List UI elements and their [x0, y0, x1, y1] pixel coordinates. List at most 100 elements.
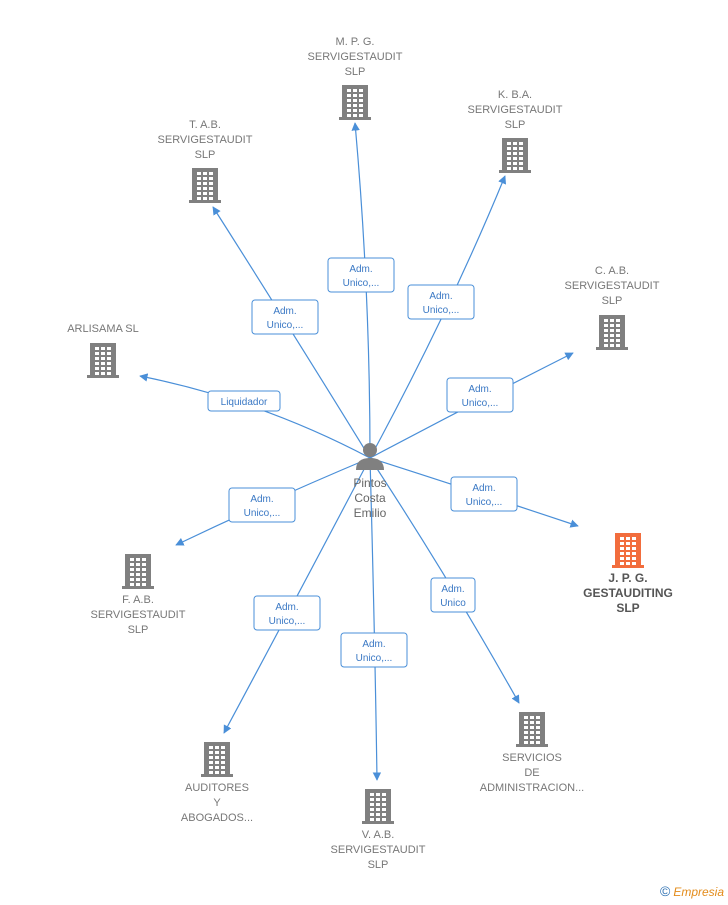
nodes-layer: M. P. G. SERVIGESTAUDIT SLP K. B.A. SERVIGES… [67, 36, 673, 871]
company-label-line: J. P. G. [608, 571, 647, 585]
company-node-tab[interactable]: T. A.B. SERVIGESTAUDIT SLP [158, 119, 253, 203]
edge-kba[interactable]: Adm. Unico,... [369, 175, 507, 459]
edge-vab[interactable]: Adm. Unico,... [340, 457, 408, 781]
company-label-line: SLP [616, 601, 639, 615]
company-label-line: SLP [368, 859, 389, 871]
person-label-line: Emilio [354, 506, 387, 520]
edge-label-text: Adm. [275, 602, 298, 613]
edge-tab[interactable]: Adm. Unico,... [212, 206, 371, 459]
edge-label-text: Unico,... [423, 305, 460, 316]
company-label-line: SERVIGESTAUDIT [331, 844, 426, 856]
edge-jpg[interactable]: Adm. Unico,... [369, 457, 579, 528]
company-node-vab[interactable]: V. A.B. SERVIGESTAUDIT SLP [331, 789, 426, 871]
edge-label-text: Adm. [273, 306, 296, 317]
company-node-arl[interactable]: ARLISAMA SL [67, 323, 139, 378]
person-label-line: Pintos [353, 476, 386, 490]
building-icon [612, 533, 644, 568]
company-label-line: SERVIGESTAUDIT [468, 104, 563, 116]
company-label-line: SERVIGESTAUDIT [158, 134, 253, 146]
company-label-line: DE [524, 767, 539, 779]
company-label-line: SERVICIOS [502, 752, 562, 764]
edge-fab[interactable]: Adm. Unico,... [175, 457, 371, 546]
company-label-line: GESTAUDITING [583, 586, 673, 600]
edge-label-text: Unico,... [462, 398, 499, 409]
edge-label-text: Adm. [441, 584, 464, 595]
building-icon [339, 85, 371, 120]
company-label-line: Y [213, 797, 221, 809]
building-icon [516, 712, 548, 747]
company-label-line: SLP [195, 149, 216, 161]
company-label-line: SLP [128, 624, 149, 636]
edge-label-box [446, 377, 514, 413]
edge-label-box [207, 390, 281, 412]
copyright-icon: © [659, 883, 671, 899]
company-label-line: C. A.B. [595, 265, 629, 277]
company-node-fab[interactable]: F. A.B. SERVIGESTAUDIT SLP [91, 554, 186, 636]
company-label-line: SLP [345, 66, 366, 78]
company-label-line: SERVIGESTAUDIT [91, 609, 186, 621]
company-label-line: AUDITORES [185, 782, 249, 794]
company-node-cab[interactable]: C. A.B. SERVIGESTAUDIT SLP [565, 265, 660, 350]
edge-cab[interactable]: Adm. Unico,... [369, 352, 574, 459]
company-label-line: V. A.B. [362, 829, 395, 841]
edge-line [139, 373, 371, 459]
edge-label-box [327, 257, 395, 293]
building-icon [596, 315, 628, 350]
company-label-line: T. A.B. [189, 119, 221, 131]
edge-serv[interactable]: Adm. Unico [369, 457, 520, 704]
company-label-line: K. B.A. [498, 89, 532, 101]
edge-label-text: Unico [440, 598, 466, 609]
company-label-line: ABOGADOS... [181, 812, 253, 824]
edge-label-text: Unico,... [343, 278, 380, 289]
edge-label-text: Unico,... [269, 616, 306, 627]
edge-label-box [407, 284, 475, 320]
edges-layer: Adm.Unico,...Adm.Unico,...Adm.Unico,...A… [139, 122, 579, 781]
company-label-line: ADMINISTRACION... [480, 782, 585, 794]
company-label-line: SERVIGESTAUDIT [565, 280, 660, 292]
building-icon [362, 789, 394, 824]
building-icon [189, 168, 221, 203]
edge-label-box [228, 487, 296, 523]
company-label-line: SERVIGESTAUDIT [308, 51, 403, 63]
edge-line [369, 457, 382, 781]
company-node-kba[interactable]: K. B.A. SERVIGESTAUDIT SLP [468, 89, 563, 173]
company-label-line: M. P. G. [336, 36, 375, 48]
company-label-line: ARLISAMA SL [67, 323, 139, 335]
person-label-line: Costa [354, 491, 386, 505]
edge-arl[interactable]: Liquidador [139, 373, 371, 459]
company-label-line: SLP [505, 119, 526, 131]
building-icon [122, 554, 154, 589]
edge-label-text: Unico,... [466, 497, 503, 508]
edge-label-box [251, 299, 319, 335]
edge-label-text: Unico,... [244, 508, 281, 519]
edge-label-text: Adm. [429, 291, 452, 302]
building-icon [87, 343, 119, 378]
edge-label-box [450, 476, 518, 512]
person-icon [356, 443, 384, 470]
edge-label-text: Unico,... [267, 320, 304, 331]
company-label-line: SLP [602, 295, 623, 307]
edge-label-text: Adm. [349, 264, 372, 275]
edge-label-box [340, 632, 408, 668]
brand-name: Empresia [673, 885, 724, 899]
edge-label-text: Liquidador [221, 397, 268, 408]
edge-label-box [430, 577, 476, 613]
edge-label-text: Adm. [362, 639, 385, 650]
company-node-serv[interactable]: SERVICIOS DE ADMINISTRACION... [480, 712, 585, 794]
edge-label-text: Adm. [250, 494, 273, 505]
edge-mpg[interactable]: Adm. Unico,... [327, 122, 395, 459]
edge-label-text: Adm. [472, 483, 495, 494]
edge-label-box [253, 595, 321, 631]
company-node-aud[interactable]: AUDITORES Y ABOGADOS... [181, 742, 253, 824]
building-icon [499, 138, 531, 173]
company-label-line: F. A.B. [122, 594, 154, 606]
building-icon [201, 742, 233, 777]
edge-aud[interactable]: Adm. Unico,... [223, 457, 371, 734]
brand-footer[interactable]: ©Empresia [660, 883, 724, 899]
edge-label-text: Unico,... [356, 653, 393, 664]
company-node-mpg[interactable]: M. P. G. SERVIGESTAUDIT SLP [308, 36, 403, 120]
edge-label-text: Adm. [468, 384, 491, 395]
